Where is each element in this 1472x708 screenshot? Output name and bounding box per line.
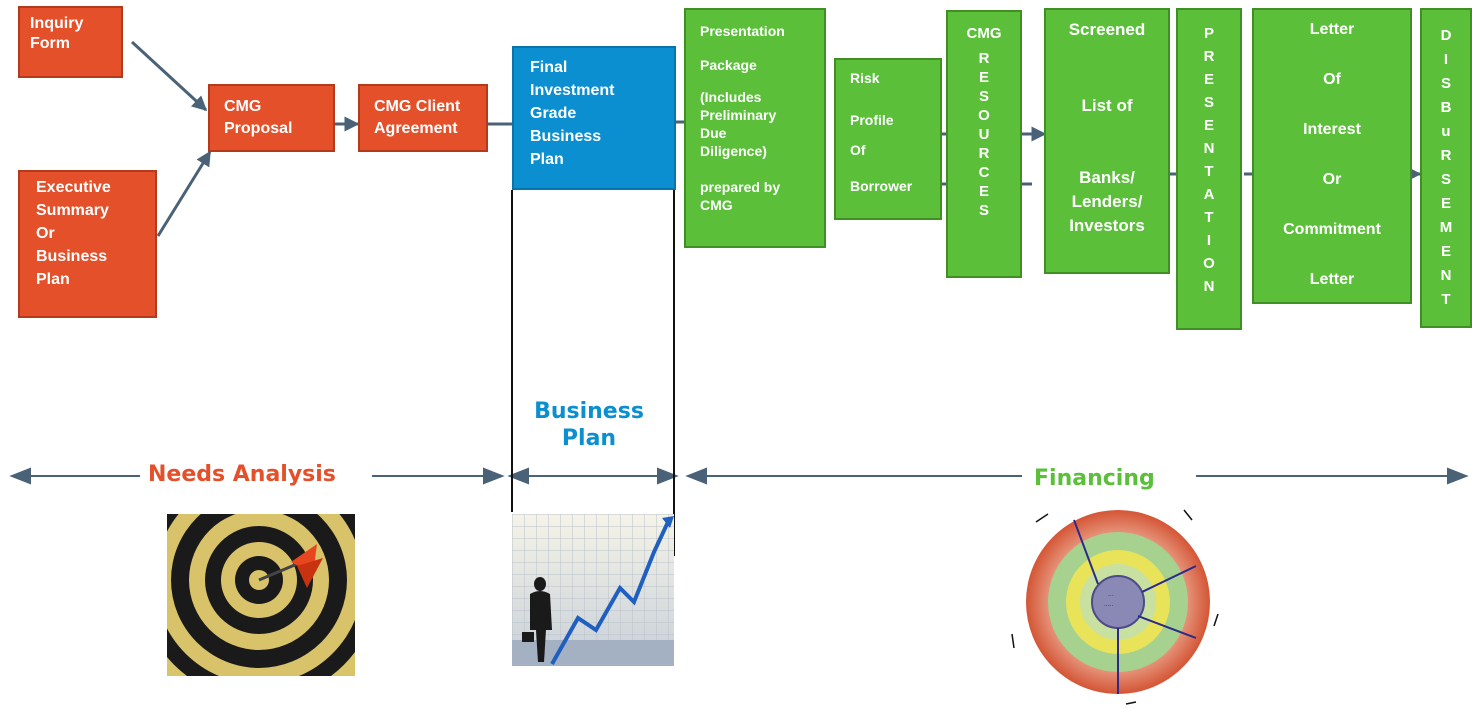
financing-right-arrowhead <box>1447 467 1469 485</box>
cmg-proposal-box: CMG Proposal <box>208 84 335 152</box>
svg-text:·····: ····· <box>1104 603 1114 610</box>
financing-left-arrowhead <box>685 467 707 485</box>
needs-right-arrowhead <box>483 467 505 485</box>
inquiry-form-box: Inquiry Form <box>18 6 123 78</box>
cmg-client-agreement-box: CMG Client Agreement <box>358 84 488 152</box>
needs-left-arrowhead <box>9 467 31 485</box>
arrow-executive-proposal <box>156 150 212 237</box>
business-left-arrowhead <box>507 467 529 485</box>
presentation-package-box: Presentation Package (Includes Prelimina… <box>684 8 826 248</box>
presentation-box: P R E S E N T A T I O N <box>1176 8 1242 330</box>
financing-wheel-image: ··· ····· <box>1008 498 1222 708</box>
financing-label: Financing <box>1034 466 1155 491</box>
executive-summary-box: Executive Summary Or Business Plan <box>18 170 157 318</box>
arrow-inquiry-proposal <box>130 40 208 112</box>
cmg-resources-box: CMG R E S O U R C E S <box>946 10 1022 278</box>
letter-of-interest-box: Letter Of Interest Or Commitment Letter <box>1252 8 1412 304</box>
svg-text:···: ··· <box>1108 593 1114 600</box>
business-plan-label: Business Plan <box>534 399 644 451</box>
disbursement-box: D I S B u R S E M E N T <box>1420 8 1472 328</box>
needs-analysis-label: Needs Analysis <box>148 462 336 487</box>
business-right-arrowhead <box>657 467 679 485</box>
dartboard-image <box>167 514 355 676</box>
risk-profile-box: Risk Profile Of Borrower <box>834 58 942 220</box>
screened-list-box: Screened List of Banks/ Lenders/ Investo… <box>1044 8 1170 274</box>
businessman-chart-image <box>512 514 674 666</box>
final-investment-plan-box: Final Investment Grade Business Plan <box>512 46 676 190</box>
